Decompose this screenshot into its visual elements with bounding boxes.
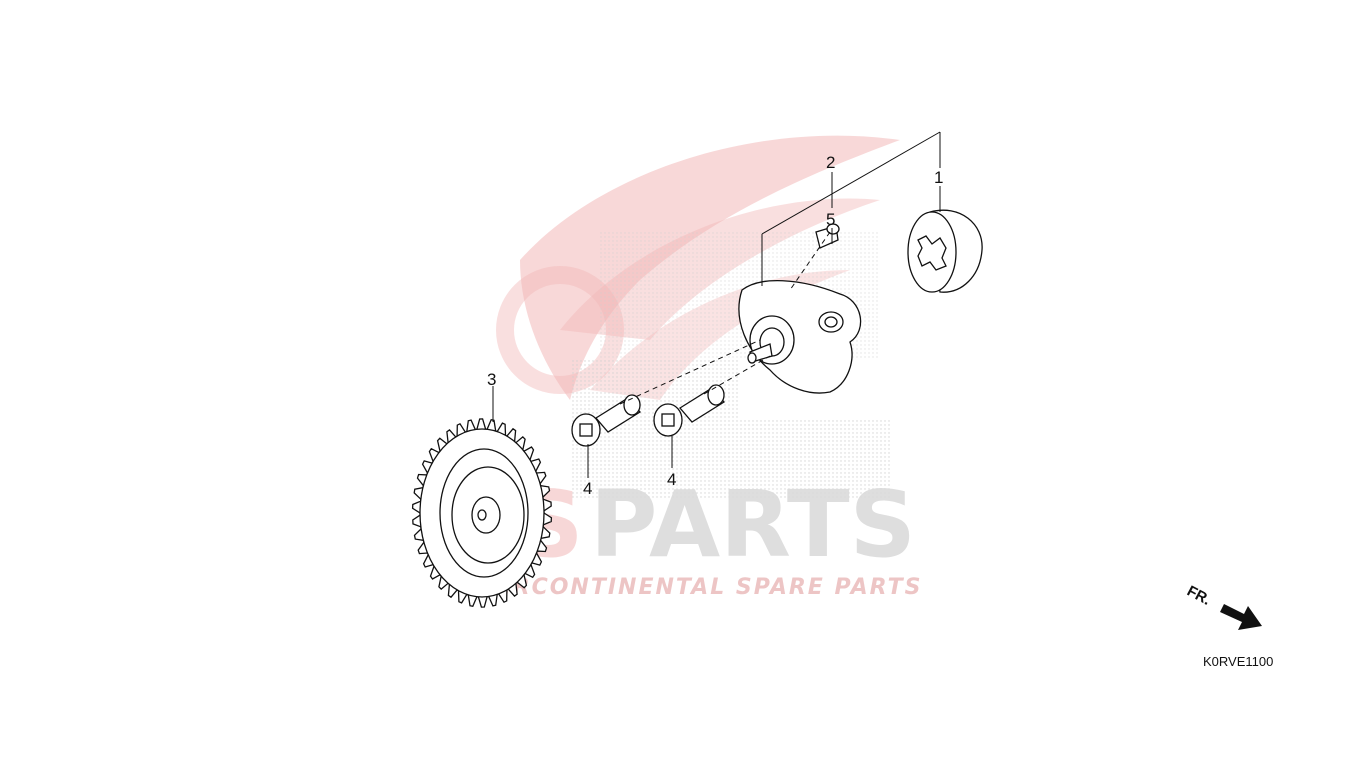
- drawing-code: K0RVE1100: [1203, 654, 1273, 669]
- watermark-tagline: INTERCONTINENTAL SPARE PARTS: [448, 575, 922, 600]
- watermark-logo: [496, 135, 900, 500]
- callout-part-5: 5: [826, 210, 835, 229]
- leader-lines: [492, 131, 941, 478]
- flange-bolt-part-a: [571, 394, 641, 447]
- front-label: FR.: [1184, 583, 1213, 609]
- drive-gear-part: [411, 418, 553, 608]
- watermark-brand: PARTS: [590, 471, 916, 578]
- callout-part-4-left: 4: [583, 479, 592, 498]
- front-direction-marker: FR.: [1184, 583, 1262, 630]
- callout-part-4-right: 4: [667, 470, 676, 489]
- pump-rotor-part: [907, 209, 983, 293]
- callout-part-2: 2: [826, 153, 835, 172]
- front-arrow-icon: [1220, 604, 1262, 630]
- flange-bolt-part-b: [653, 384, 725, 437]
- oil-pump-body-part: [738, 279, 862, 394]
- callout-part-1: 1: [934, 168, 943, 187]
- callout-part-3: 3: [487, 370, 496, 389]
